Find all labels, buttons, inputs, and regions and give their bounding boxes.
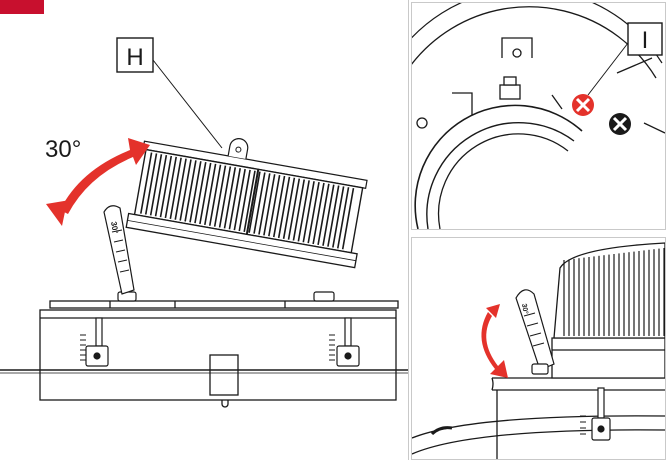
heatsink-fin [204,163,217,226]
heatsink-fin [243,170,256,232]
heatsink-fin [208,164,222,226]
black-screw-icon [609,113,631,135]
heatsink-fin [292,179,306,241]
main-illustration-panel: 30° H 30° [0,0,409,460]
heatsink-fin [159,155,173,218]
spring-clip-right [329,317,360,367]
tilt-arm [515,289,555,375]
detail-panel-screws: I [411,2,666,230]
heatsink-fin [332,186,345,248]
heatsink-fin [282,177,296,239]
heatsink-fin [174,158,187,220]
callout-h-label: H [126,44,143,71]
heatsink-fin [327,185,340,247]
heatsink-fin [297,180,310,242]
heatsink-fin [144,153,158,215]
heatsink-fin [336,187,350,249]
heatsink-fin [272,175,286,238]
trim-base [412,377,665,459]
heatsink-fins [563,248,665,336]
detail-panel-tilt: 30° [411,237,666,460]
heatsink-fin [307,181,320,244]
heatsink-fin [164,156,177,219]
heatsink-fin [218,166,232,228]
mounting-plate [49,300,399,309]
heatsink-fin [194,161,207,224]
brand-red-tab [0,0,44,14]
heatsink-fin [169,157,182,219]
heatsink-fin [277,176,291,239]
luminaire-head [125,138,368,269]
heatsink-fin [233,168,246,231]
rotation-arrow-icon [46,138,150,226]
heatsink-fin [189,161,202,223]
angle-scale-plate: 30° [103,205,135,295]
heatsink-fin [302,181,315,243]
tilt-arrow-icon [481,304,508,378]
heatsink-fin [341,188,355,250]
heatsink-fin [140,152,153,214]
spring-clip-detail [580,387,611,441]
heatsink-fin [238,169,251,232]
screw-detail-diagram: I [412,3,665,229]
heatsink-fin [287,178,301,240]
callout-h: H [116,37,223,149]
heatsink-fin [263,174,276,236]
heatsink-fin [228,168,241,230]
heatsink-fin [184,160,197,222]
heatsink-fin [317,183,330,246]
heatsink-fin [258,173,271,235]
scale-mark-main: 30° [109,221,120,234]
spring-clip-left [80,317,109,367]
heatsink-fin [199,162,212,225]
heatsink-fin [149,154,163,216]
heatsink-fin [154,155,168,217]
heatsink-fin [268,175,281,237]
heatsink-fin [253,172,266,234]
pivot-posts [117,291,335,302]
main-diagram: 30° H 30° [0,37,408,408]
heatsink-fin [213,165,227,227]
heatsink-fin [248,171,261,233]
heatsink-fin [179,159,192,221]
callout-i: I [587,22,663,96]
heatsink-fin [322,184,335,246]
scale-mark-detail: 30° [520,303,530,315]
angle-label: 30° [45,136,81,163]
heatsink-fin [223,167,237,229]
tilt-detail-diagram: 30° [412,242,665,459]
heatsink-fin [312,182,325,245]
red-screw-icon [572,94,594,116]
callout-i-label: I [642,27,649,54]
